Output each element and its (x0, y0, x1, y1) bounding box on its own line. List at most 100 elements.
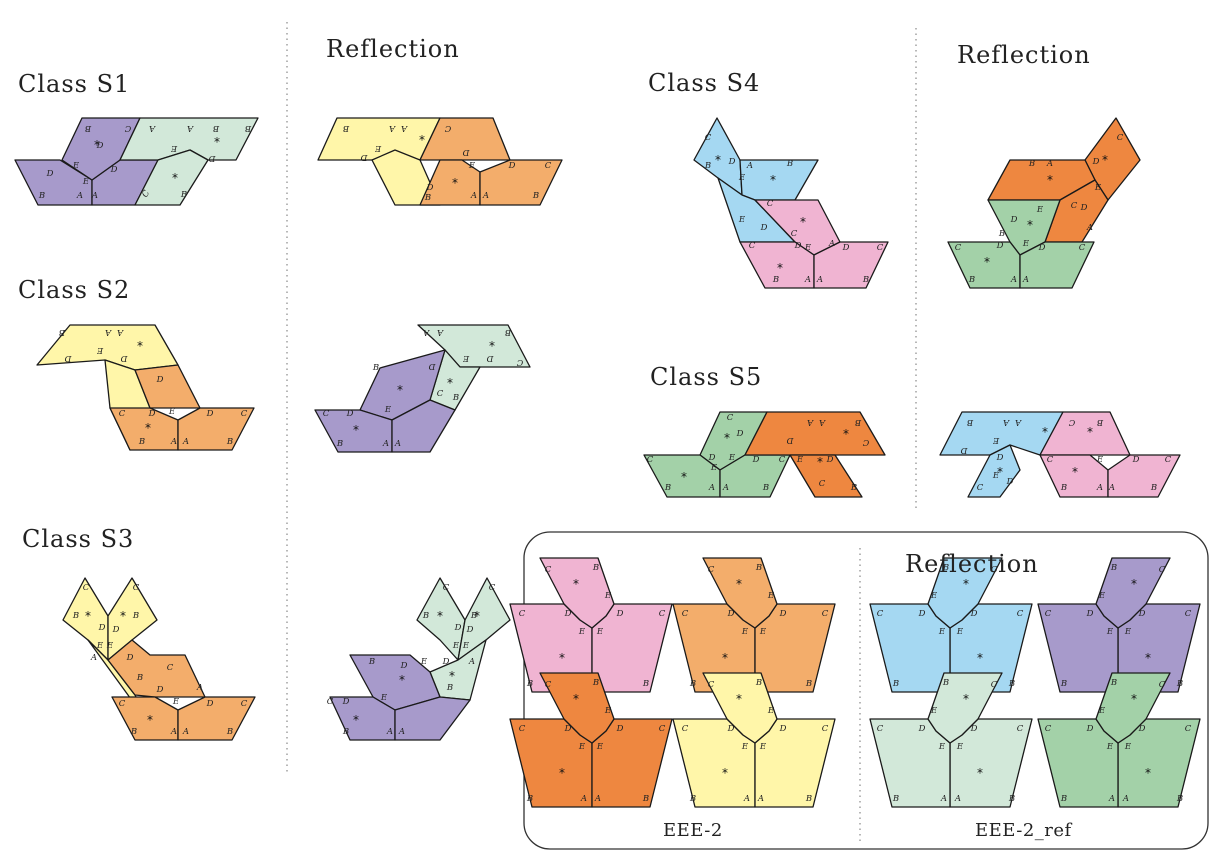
vertex-label: B (424, 193, 431, 203)
vertex-label: B (664, 483, 671, 493)
vertex-label: E (168, 407, 176, 417)
vertex-label: D (1010, 215, 1018, 225)
vertex-label: D (428, 361, 436, 371)
vertex-label: B (1176, 794, 1183, 804)
star-mark: * (984, 255, 990, 269)
vertex-label: B (368, 657, 375, 667)
vertex-label: B (762, 483, 769, 493)
vertex-label: C (133, 583, 140, 593)
vertex-label: B (805, 679, 812, 689)
vertex-label: E (741, 627, 749, 637)
vertex-label: A (757, 794, 764, 804)
vertex-label: A (1046, 159, 1053, 169)
vertex-label: B (452, 393, 459, 403)
vertex-label: C (767, 199, 774, 209)
vertex-label: D (126, 653, 134, 663)
vertex-label: A (708, 483, 715, 493)
tile (702, 557, 778, 629)
tile (1107, 454, 1181, 498)
vertex-label: E (767, 706, 775, 716)
vertex-label: E (930, 706, 938, 716)
vertex-label: B (1176, 679, 1183, 689)
vertex-label: C (779, 455, 786, 465)
star-mark: * (353, 423, 359, 437)
vertex-label: D (616, 724, 624, 734)
vertex-label: C (140, 188, 152, 199)
vertex-label: E (82, 177, 90, 187)
star-mark: * (353, 713, 359, 727)
tile (539, 672, 615, 744)
vertex-label: E (1022, 239, 1030, 249)
vertex-label: B (132, 611, 139, 621)
vertex-label: A (470, 191, 477, 201)
vertex-label: E (767, 591, 775, 601)
vertex-label: C (991, 680, 998, 690)
vertex-label: A (804, 275, 811, 285)
vertex-label: A (398, 727, 405, 737)
vertex-label: D (760, 223, 768, 233)
vertex-label: A (1022, 275, 1029, 285)
vertex-label: C (705, 133, 712, 143)
vertex-label: C (83, 583, 90, 593)
vertex-label: B (138, 437, 145, 447)
vertex-label: C (682, 609, 689, 619)
eee2-ref-label: EEE-2_ref (975, 820, 1073, 841)
vertex-label: D (970, 724, 978, 734)
vertex-label: C (991, 565, 998, 575)
vertex-label: C (877, 724, 884, 734)
vertex-label: E (106, 641, 114, 651)
class-s3-label: Class S3 (22, 525, 134, 553)
tile (1019, 241, 1095, 289)
vertex-label: D (400, 661, 408, 671)
star-mark: * (447, 376, 453, 390)
vertex-label: B (336, 439, 343, 449)
vertex-label: E (738, 173, 746, 183)
vertex-label: A (76, 191, 83, 201)
vertex-label: B (642, 679, 649, 689)
eee2-label: EEE-2 (663, 820, 723, 841)
vertex-label: B (180, 190, 187, 200)
vertex-label: A (580, 794, 587, 804)
vertex-label: C (1045, 609, 1052, 619)
vertex-label: D (110, 165, 118, 175)
vertex-label: E (596, 742, 604, 752)
vertex-label: A (819, 417, 826, 427)
vertex-label: B (998, 229, 1005, 239)
tile (927, 557, 1003, 629)
vertex-label: D (779, 724, 787, 734)
vertex-label: C (791, 229, 798, 239)
vertex-label: D (466, 625, 474, 635)
vertex-label: B (136, 673, 143, 683)
vertex-label: C (1017, 609, 1024, 619)
vertex-label: B (85, 123, 92, 133)
reflection-label-left: Reflection (326, 35, 460, 63)
tile (744, 411, 886, 456)
star-mark: * (817, 455, 823, 469)
vertex-label: B (1060, 794, 1067, 804)
star-mark: * (145, 421, 151, 435)
vertex-label: D (156, 375, 164, 385)
vertex-label: D (442, 657, 450, 667)
vertex-label: B (343, 123, 350, 133)
star-mark: * (137, 339, 143, 353)
vertex-label: B (1150, 483, 1157, 493)
vertex-label: C (822, 724, 829, 734)
vertex-label: D (462, 147, 470, 157)
tile (1095, 557, 1171, 629)
vertex-label: C (1071, 201, 1078, 211)
vertex-label: B (755, 563, 762, 573)
vertex-label: D (1138, 609, 1146, 619)
tile-rhombus (134, 149, 209, 206)
tile (702, 672, 778, 744)
vertex-label: B (1110, 563, 1117, 573)
star-mark: * (1087, 425, 1093, 439)
class-s5-label: Class S5 (650, 363, 762, 391)
vertex-label: D (727, 724, 735, 734)
vertex-label: A (1086, 223, 1093, 233)
tile (719, 454, 791, 498)
